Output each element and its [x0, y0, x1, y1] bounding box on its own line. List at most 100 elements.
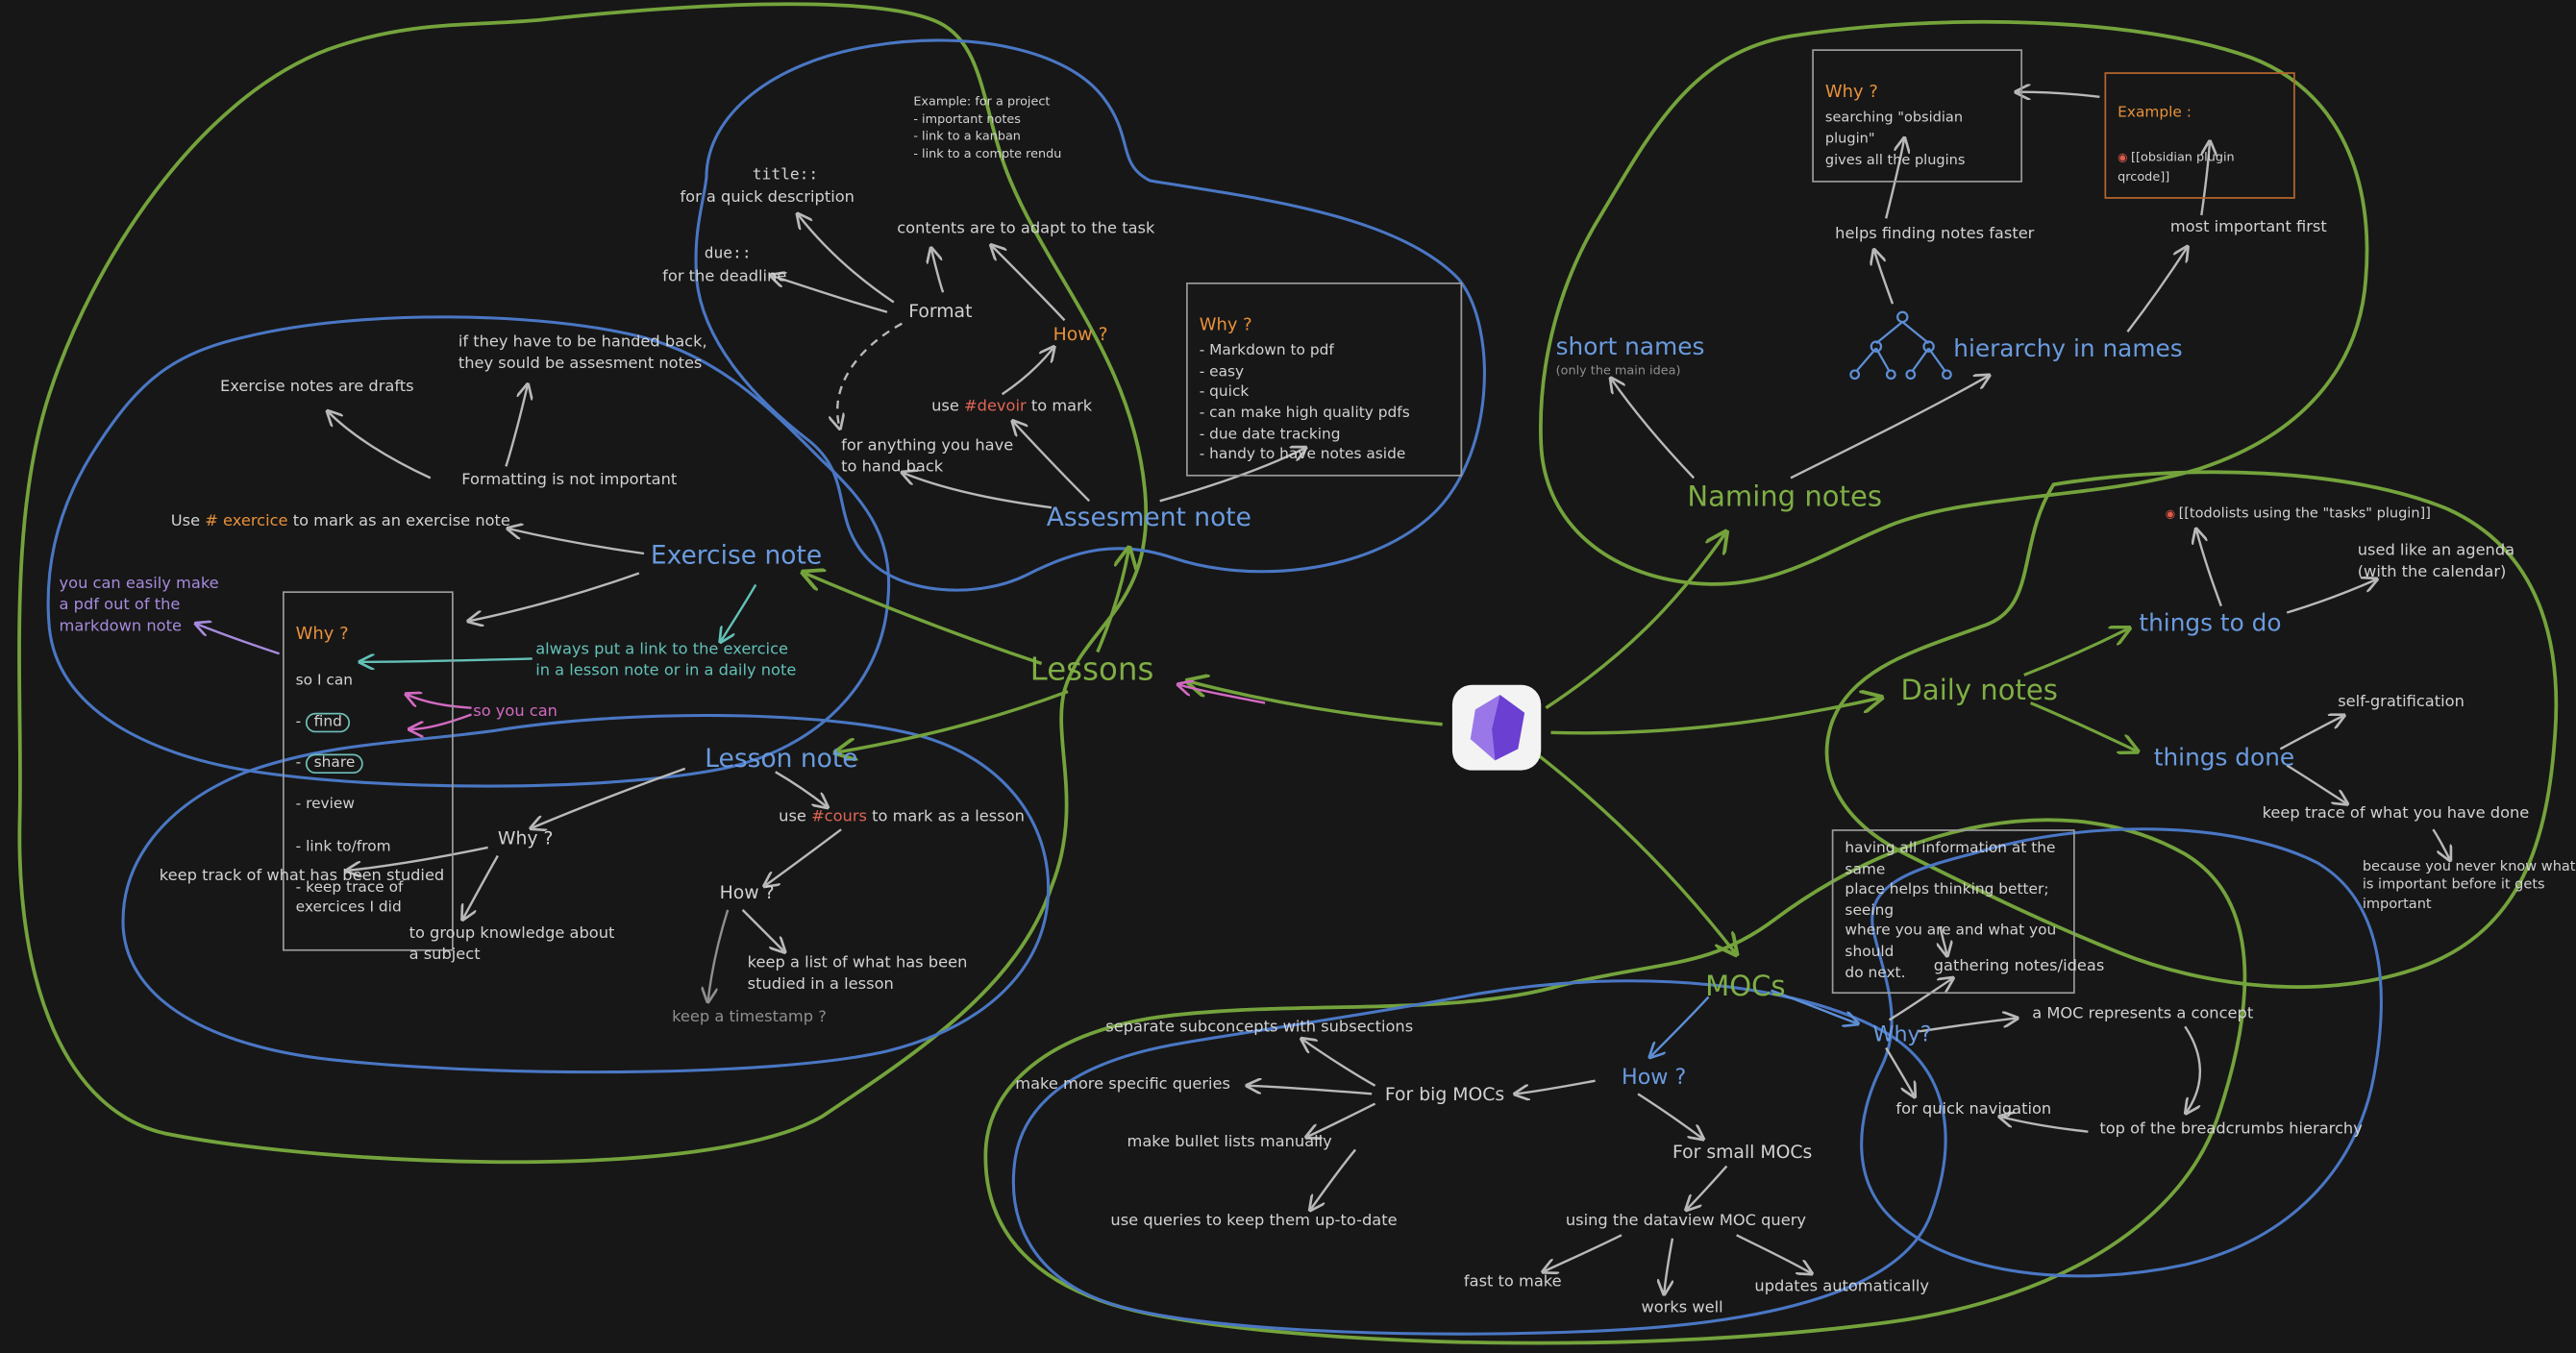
contents-note[interactable]: contents are to adapt to the task	[897, 220, 1155, 238]
quick-nav-note[interactable]: for quick navigation	[1895, 1100, 2052, 1119]
dataview-note[interactable]: using the dataview MOC query	[1565, 1212, 1806, 1231]
handed-back-note[interactable]: if they have to be handed back, they sou…	[458, 332, 707, 373]
group-knowledge-note[interactable]: to group knowledge about a subject	[409, 924, 615, 964]
example-text: [[obsidian plugin qrcode]]	[2118, 149, 2235, 185]
use-devoir-note[interactable]: use #devoir to mark	[931, 398, 1092, 419]
center-branches[interactable]	[805, 533, 1880, 952]
so-you-can-note[interactable]: so you can	[473, 702, 557, 722]
info-text: having all information at the same place…	[1845, 841, 2057, 982]
lesson-note-arrows[interactable]	[348, 767, 842, 1000]
specific-queries-note[interactable]: make more specific queries	[1015, 1075, 1231, 1095]
fast-note[interactable]: fast to make	[1463, 1272, 1562, 1292]
timestamp-note[interactable]: keep a timestamp ?	[672, 1008, 827, 1027]
why-title: Why ?	[295, 623, 349, 644]
mocs-region-blob[interactable]	[983, 818, 2247, 1345]
exercise-note-blob[interactable]	[46, 315, 891, 788]
title-field-label[interactable]: title::	[752, 165, 819, 184]
use-cours-note[interactable]: use #cours to mark as a lesson	[779, 808, 1025, 829]
things-done-label[interactable]: things done	[2153, 745, 2295, 773]
mocs-why-blob[interactable]	[1860, 827, 2383, 1278]
short-names-subtext: (only the main idea)	[1555, 362, 1681, 379]
daily-notes-blob[interactable]	[1824, 470, 2559, 989]
important-first-note[interactable]: most important first	[2169, 218, 2327, 237]
title-field-desc[interactable]: for a quick description	[680, 188, 855, 208]
lesson-how-label[interactable]: How ?	[719, 881, 775, 904]
tag-post: to mark	[1026, 397, 1093, 416]
naming-example-box[interactable]: Example : ◉[[obsidian plugin qrcode]]	[2104, 72, 2295, 199]
updates-note[interactable]: updates automatically	[1754, 1277, 1929, 1296]
lesson-note-blob[interactable]	[121, 714, 1051, 1074]
why-item-share: - share	[296, 753, 440, 775]
dash: -	[295, 714, 307, 731]
drafts-note[interactable]: Exercise notes are drafts	[220, 378, 414, 396]
tag-post: to mark as a lesson	[866, 807, 1025, 826]
short-names-label[interactable]: short names	[1555, 334, 1705, 362]
big-mocs-label[interactable]: For big MOCs	[1384, 1084, 1505, 1106]
represents-note[interactable]: a MOC represents a concept	[2032, 1005, 2254, 1023]
tag-pre: use	[779, 807, 812, 826]
todolists-pin-note[interactable]: ◉[[todolists using the "tasks" plugin]]	[2166, 505, 2431, 525]
hierarchy-label[interactable]: hierarchy in names	[1953, 336, 2183, 363]
hand-back-note[interactable]: for anything you have to hand back	[841, 436, 1014, 477]
naming-notes-blob[interactable]	[1539, 19, 2369, 586]
small-mocs-label[interactable]: For small MOCs	[1672, 1141, 1813, 1164]
example-body: ◉[[obsidian plugin qrcode]]	[2118, 149, 2234, 184]
naming-arrows[interactable]	[1612, 92, 2210, 480]
assessment-note-blob[interactable]	[694, 38, 1486, 592]
keep-trace-note[interactable]: keep trace of what you have done	[2262, 804, 2530, 824]
lessons-region-blob[interactable]	[17, 2, 1149, 1165]
helps-finding-note[interactable]: helps finding notes faster	[1835, 225, 2035, 243]
exercise-note-title[interactable]: Exercise note	[650, 540, 823, 571]
keep-list-note[interactable]: keep a list of what has been studied in …	[747, 954, 968, 994]
works-note[interactable]: works well	[1641, 1298, 1723, 1317]
assessment-how-label[interactable]: How ?	[1053, 323, 1108, 345]
formatting-note[interactable]: Formatting is not important	[461, 471, 678, 490]
lessons-pink-arrow[interactable]	[1179, 685, 1266, 704]
self-gratification-note[interactable]: self-gratification	[2338, 693, 2465, 712]
pdf-note[interactable]: you can easily make a pdf out of the mar…	[59, 575, 219, 635]
due-field-label[interactable]: due::	[704, 244, 752, 263]
separate-note[interactable]: separate subconcepts with subsections	[1105, 1018, 1414, 1037]
exercise-arrows[interactable]	[197, 386, 757, 729]
bullet-lists-note[interactable]: make bullet lists manually	[1127, 1133, 1332, 1152]
assessment-example-note[interactable]: Example: for a project - important notes…	[913, 93, 1062, 160]
things-to-do-label[interactable]: things to do	[2139, 610, 2282, 638]
assessment-why-box[interactable]: Why ?- Markdown to pdf - easy - quick - …	[1186, 282, 1463, 477]
mocs-label[interactable]: MOCs	[1705, 971, 1786, 1004]
naming-why-box[interactable]: Why ?searching "obsidian plugin" gives a…	[1812, 49, 2023, 183]
gathering-note[interactable]: gathering notes/ideas	[1933, 957, 2105, 976]
cours-tag: #cours	[811, 807, 867, 826]
why-title: Why ?	[1199, 314, 1252, 334]
lesson-note-title[interactable]: Lesson note	[705, 744, 858, 775]
format-label[interactable]: Format	[908, 300, 973, 323]
mocs-why-label[interactable]: Why?	[1872, 1022, 1932, 1048]
obsidian-logo-icon[interactable]	[1451, 684, 1542, 771]
always-link-note[interactable]: always put a link to the exercice in a l…	[535, 640, 797, 680]
why-item-review: - review	[295, 797, 355, 814]
pin-text: [[todolists using the "tasks" plugin]]	[2178, 505, 2431, 523]
breadcrumbs-note[interactable]: top of the breadcrumbs hierarchy	[2099, 1119, 2363, 1139]
naming-notes-label[interactable]: Naming notes	[1687, 480, 1882, 514]
assessment-note-title[interactable]: Assesment note	[1046, 503, 1251, 532]
lessons-label[interactable]: Lessons	[1029, 652, 1154, 689]
daily-arrows[interactable]	[2023, 530, 2450, 859]
mocs-how-label[interactable]: How ?	[1621, 1066, 1687, 1091]
because-note[interactable]: because you never know what is important…	[2362, 858, 2576, 914]
keep-track-note[interactable]: keep track of what has been studied	[159, 867, 445, 886]
agenda-note[interactable]: used like an agenda (with the calendar)	[2357, 542, 2515, 581]
use-exercice-note[interactable]: Use # exercice to mark as an exercise no…	[171, 512, 510, 533]
lesson-why-label[interactable]: Why ?	[497, 827, 554, 849]
mocs-info-box[interactable]: having all information at the same place…	[1831, 829, 2075, 995]
tag-pre: use	[931, 397, 965, 416]
hierarchy-tree-icon	[1849, 310, 1952, 381]
mocs-how-blob[interactable]	[1011, 979, 1947, 1336]
mocs-arrows[interactable]	[1249, 925, 2201, 1292]
daily-notes-label[interactable]: Daily notes	[1900, 675, 2058, 708]
due-field-desc[interactable]: for the deadline	[662, 267, 787, 286]
why-intro: so I can	[295, 673, 354, 690]
up-to-date-note[interactable]: use queries to keep them up-to-date	[1110, 1212, 1398, 1231]
assessment-arrows[interactable]	[772, 215, 1304, 509]
exercise-why-box[interactable]: Why ? so I can - find - share - review -…	[282, 591, 454, 950]
pin-icon: ◉	[2118, 150, 2128, 164]
